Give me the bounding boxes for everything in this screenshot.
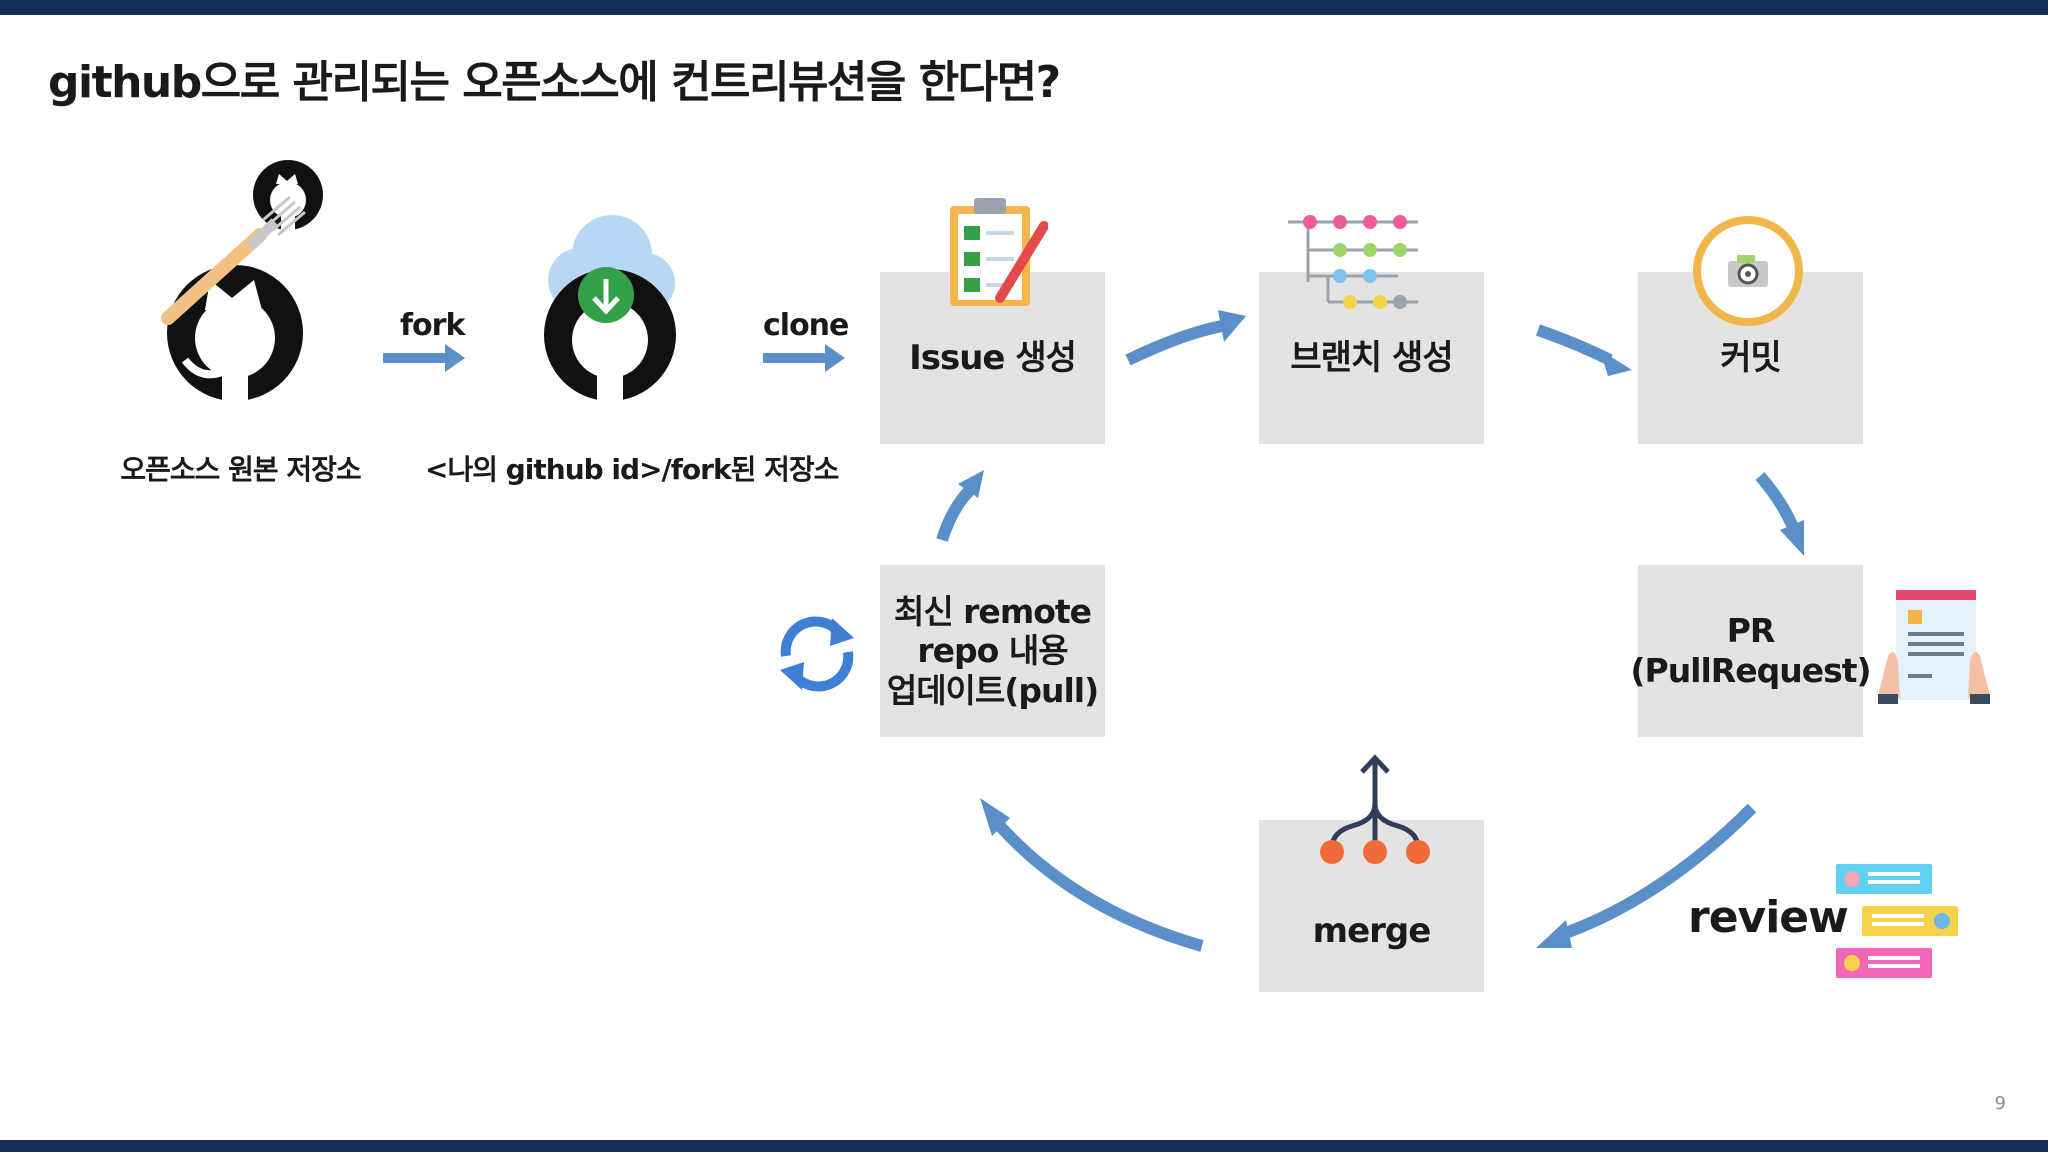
issue-step-label: Issue 생성 <box>909 337 1077 378</box>
merge-icon <box>1320 754 1430 864</box>
pr-step-label: PR (PullRequest) <box>1630 611 1871 690</box>
camera-badge-icon <box>1693 216 1803 326</box>
review-cards-icon <box>1836 864 1958 978</box>
commit-step-label: 커밋 <box>1720 337 1782 378</box>
document-hands-icon <box>1878 590 1990 704</box>
github-fork-icon <box>161 160 323 400</box>
sync-icon <box>780 616 854 692</box>
branch-step-label: 브랜치 생성 <box>1290 337 1453 378</box>
page-number: 9 <box>1994 1093 2006 1114</box>
pr-step-box: PR (PullRequest) <box>1630 565 1872 737</box>
merge-step-label: merge <box>1312 910 1432 951</box>
update-step-box: 최신 remote repo 내용 업데이트(pull) <box>880 565 1105 737</box>
bottom-bar <box>0 1140 2048 1152</box>
slide-title: github으로 관리되는 오픈소스에 컨트리뷰션을 한다면? <box>48 57 1061 108</box>
fork-repo-caption: <나의 github id>/fork된 저장소 <box>425 453 839 486</box>
github-cloud-download-icon <box>544 215 676 405</box>
clone-label: clone <box>763 308 849 343</box>
clipboard-checklist-icon <box>950 198 1048 306</box>
update-step-label: 최신 remote repo 내용 업데이트(pull) <box>886 591 1099 710</box>
fork-label: fork <box>400 308 465 343</box>
clone-arrow <box>763 344 845 372</box>
fork-arrow <box>383 344 465 372</box>
top-bar <box>0 0 2048 15</box>
origin-repo-caption: 오픈소스 원본 저장소 <box>120 453 361 486</box>
branch-nodes-icon <box>1288 215 1418 309</box>
review-label: review <box>1688 892 1849 943</box>
